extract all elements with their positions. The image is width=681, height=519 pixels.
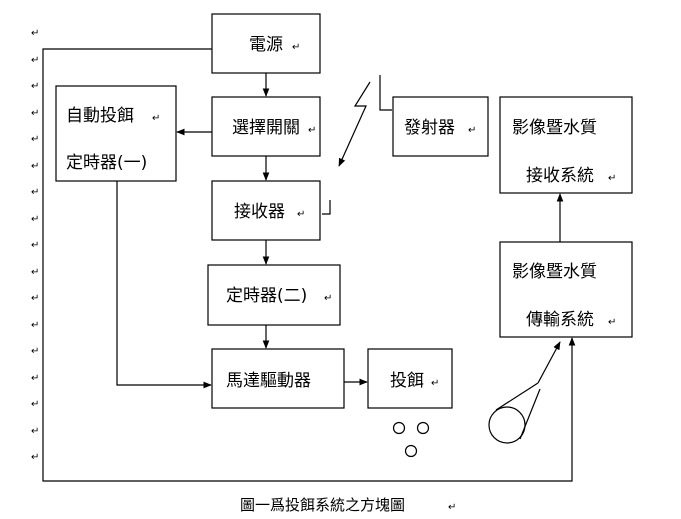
wireless-signal-link xyxy=(338,81,371,167)
paragraph-mark: ↵ xyxy=(468,125,476,136)
camera-icon xyxy=(488,341,561,444)
paragraph-mark: ↵ xyxy=(31,187,39,198)
paragraph-mark: ↵ xyxy=(448,502,456,513)
paragraph-mark: ↵ xyxy=(431,378,439,389)
margin-paragraph-marks: ↵ ↵ ↵ ↵ ↵ ↵ ↵ ↵ ↵ ↵ ↵ ↵ ↵ ↵ ↵ ↵ ↵ xyxy=(31,28,39,463)
auto-timer-label-line2: 定時器(一) xyxy=(66,153,147,173)
power-node: 電源 ↵ xyxy=(211,13,321,74)
feed-pellet xyxy=(416,421,430,435)
paragraph-mark: ↵ xyxy=(31,452,39,463)
paragraph-mark: ↵ xyxy=(297,209,305,220)
paragraph-mark: ↵ xyxy=(31,373,39,384)
motor-driver-node: 馬達驅動器 xyxy=(211,348,345,409)
selector-switch-node: 選擇開關 ↵ xyxy=(211,96,321,157)
paragraph-mark: ↵ xyxy=(31,320,39,331)
timer-2-label: 定時器(二) xyxy=(226,286,307,306)
paragraph-mark: ↵ xyxy=(608,317,616,328)
timer-2-node: 定時器(二) ↵ xyxy=(207,264,341,326)
paragraph-mark: ↵ xyxy=(31,55,39,66)
video-rx-label-line2: 接收系統 xyxy=(526,166,594,186)
feeding-node: 投餌 ↵ xyxy=(367,348,453,409)
video-rx-label-line1: 影像暨水質 xyxy=(512,118,597,138)
connectors xyxy=(42,48,576,482)
video-transmission-system-node: 影像暨水質 傳輸系統 ↵ xyxy=(499,241,633,338)
figure-caption: 圖一爲投餌系統之方塊圖 xyxy=(240,496,405,514)
receiver-label: 接收器 xyxy=(234,202,285,222)
receiver-antenna xyxy=(322,200,331,215)
video-tx-label-line1: 影像暨水質 xyxy=(512,262,597,282)
video-receiving-system-node: 影像暨水質 接收系統 ↵ xyxy=(499,96,633,194)
arrow-power-to-transmission xyxy=(42,48,576,482)
auto-feeding-timer-node: 自動投餌 ↵ 定時器(一) xyxy=(55,85,177,182)
transmitter-node: 發射器 ↵ xyxy=(392,96,489,157)
paragraph-mark: ↵ xyxy=(31,267,39,278)
paragraph-mark: ↵ xyxy=(31,426,39,437)
paragraph-mark: ↵ xyxy=(31,293,39,304)
arrow-auto-timer-to-motor xyxy=(116,181,212,389)
paragraph-mark: ↵ xyxy=(608,173,616,184)
feeding-label: 投餌 xyxy=(390,371,424,391)
paragraph-mark: ↵ xyxy=(308,125,316,136)
paragraph-mark: ↵ xyxy=(31,108,39,119)
paragraph-mark: ↵ xyxy=(31,81,39,92)
paragraph-mark: ↵ xyxy=(324,293,332,304)
receiver-node: 接收器 ↵ xyxy=(211,180,321,241)
selector-switch-label: 選擇開關 xyxy=(232,118,300,138)
paragraph-mark: ↵ xyxy=(152,113,160,124)
transmitter-antenna xyxy=(379,75,392,111)
video-tx-label-line2: 傳輸系統 xyxy=(526,310,594,330)
motor-driver-label: 馬達驅動器 xyxy=(226,371,311,391)
feed-pellet xyxy=(392,421,406,435)
paragraph-mark: ↵ xyxy=(31,240,39,251)
feed-pellet xyxy=(404,444,418,458)
paragraph-mark: ↵ xyxy=(31,28,39,39)
paragraph-mark: ↵ xyxy=(31,346,39,357)
paragraph-mark: ↵ xyxy=(31,134,39,145)
paragraph-mark: ↵ xyxy=(31,161,39,172)
paragraph-mark: ↵ xyxy=(31,214,39,225)
power-label: 電源 xyxy=(249,35,283,55)
paragraph-mark: ↵ xyxy=(292,42,300,53)
feed-pellets xyxy=(392,421,430,458)
transmitter-label: 發射器 xyxy=(404,118,455,138)
auto-timer-label-line1: 自動投餌 xyxy=(66,106,134,126)
paragraph-mark: ↵ xyxy=(31,399,39,410)
